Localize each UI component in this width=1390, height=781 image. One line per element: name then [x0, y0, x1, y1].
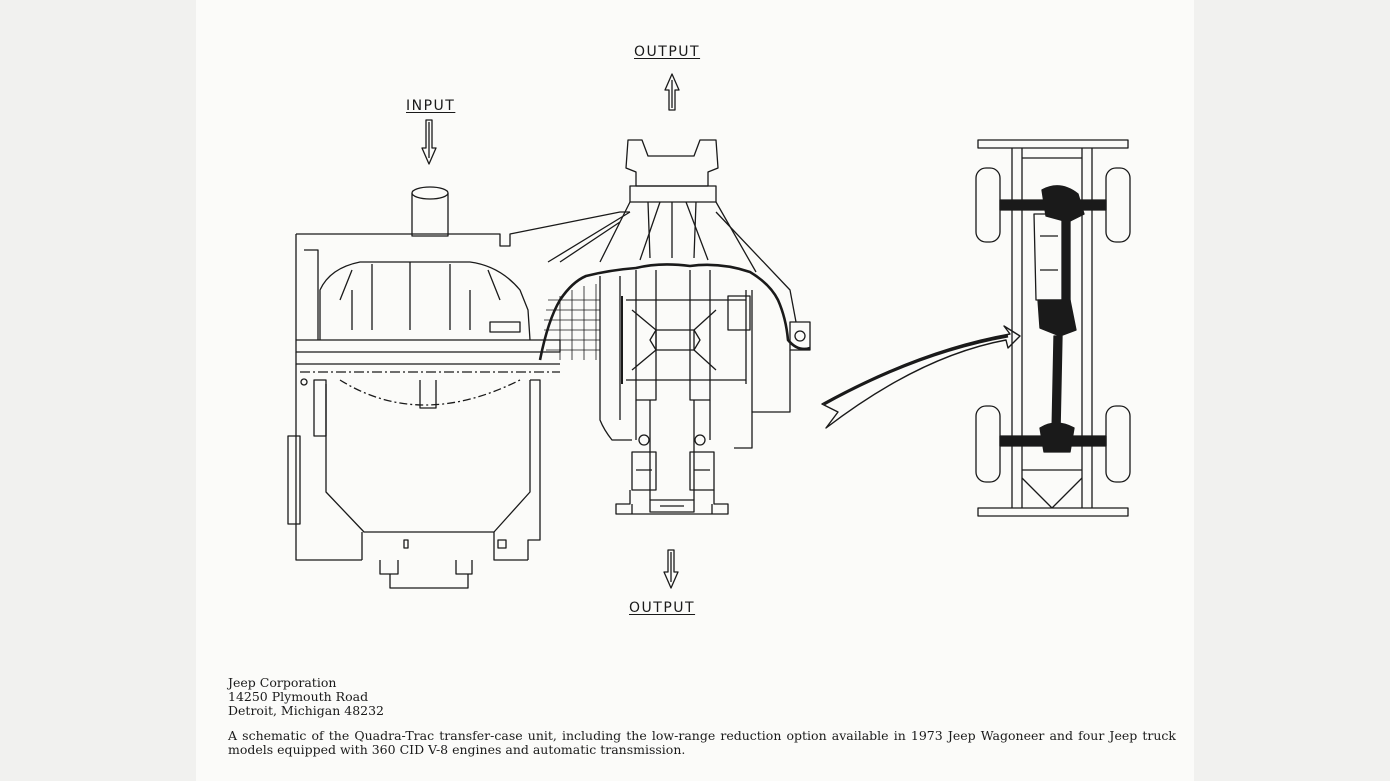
output-down-arrow: [663, 549, 679, 589]
output-top-label: OUTPUT: [634, 44, 701, 60]
pointer-arrow: [821, 325, 1021, 429]
cutaway-outline: [538, 263, 811, 361]
input-arrow: [421, 119, 437, 165]
hatched-section: [544, 284, 600, 360]
figure-caption: A schematic of the Quadra-Trac transfer-…: [228, 728, 1176, 757]
transfer-case-body: [547, 139, 811, 515]
paper-sheet: [196, 0, 1194, 781]
city-state-zip: Detroit, Michigan 48232: [228, 703, 384, 718]
output-up-arrow: [664, 73, 680, 111]
company-name: Jeep Corporation: [228, 675, 337, 690]
vehicle-driveline: [999, 185, 1107, 453]
left-housing: [287, 211, 630, 589]
input-shaft: [411, 186, 449, 237]
address-block: Jeep Corporation 14250 Plymouth Road Det…: [228, 676, 384, 718]
street-address: 14250 Plymouth Road: [228, 689, 369, 704]
input-label: INPUT: [406, 98, 456, 114]
output-bottom-label: OUTPUT: [629, 600, 696, 616]
